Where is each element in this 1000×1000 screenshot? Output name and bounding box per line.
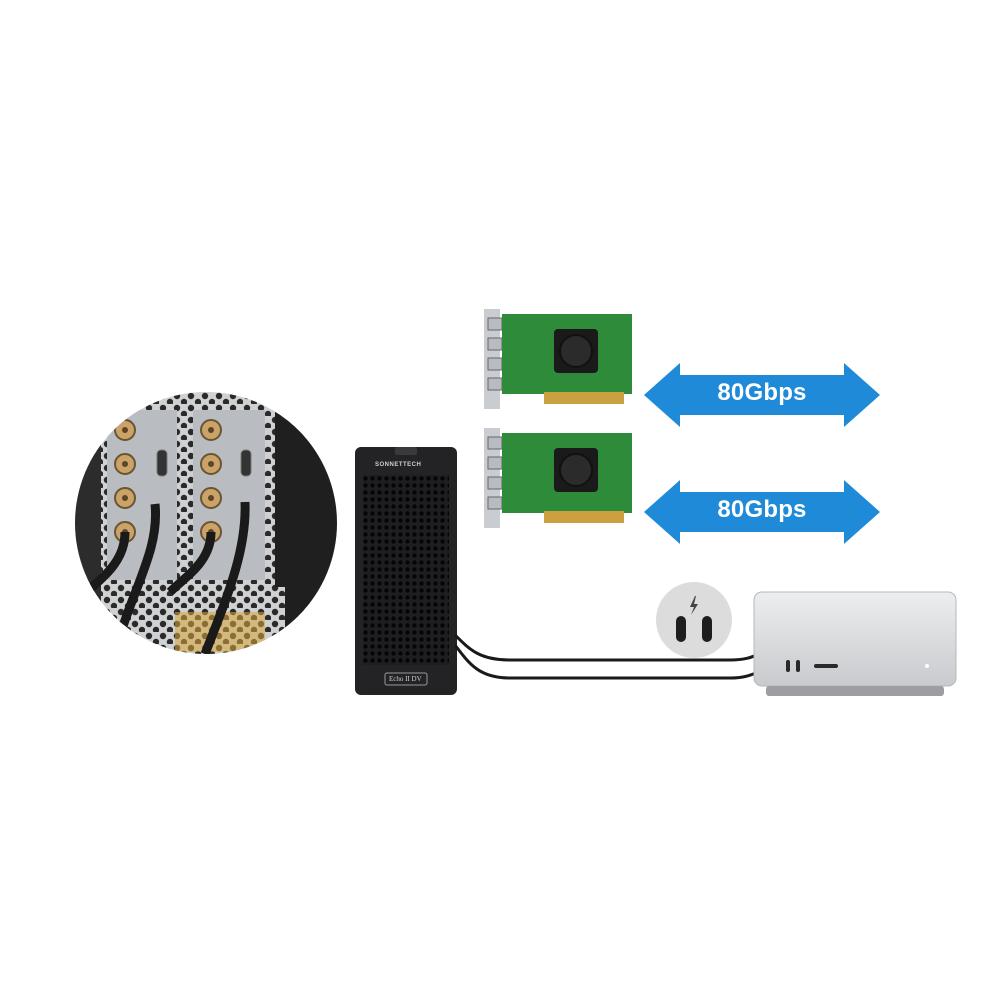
thunderbolt-ports-callout <box>656 582 732 658</box>
bandwidth-label-bottom: 80Gbps <box>717 496 807 523</box>
enclosure-brand-label: SONNETTECH <box>375 462 422 468</box>
pcie-card-bottom <box>484 428 632 528</box>
bandwidth-label-top: 80Gbps <box>717 379 807 406</box>
rear-panel-closeup <box>75 392 337 654</box>
host-computer <box>753 591 957 696</box>
enclosure-model-label: Echo II DV <box>389 675 422 683</box>
thunderbolt-icon <box>690 596 698 615</box>
bandwidth-arrow-bottom <box>644 480 880 544</box>
pcie-card-top <box>484 309 632 409</box>
bandwidth-arrow-top <box>644 363 880 427</box>
thunderbolt-enclosure <box>355 447 457 695</box>
